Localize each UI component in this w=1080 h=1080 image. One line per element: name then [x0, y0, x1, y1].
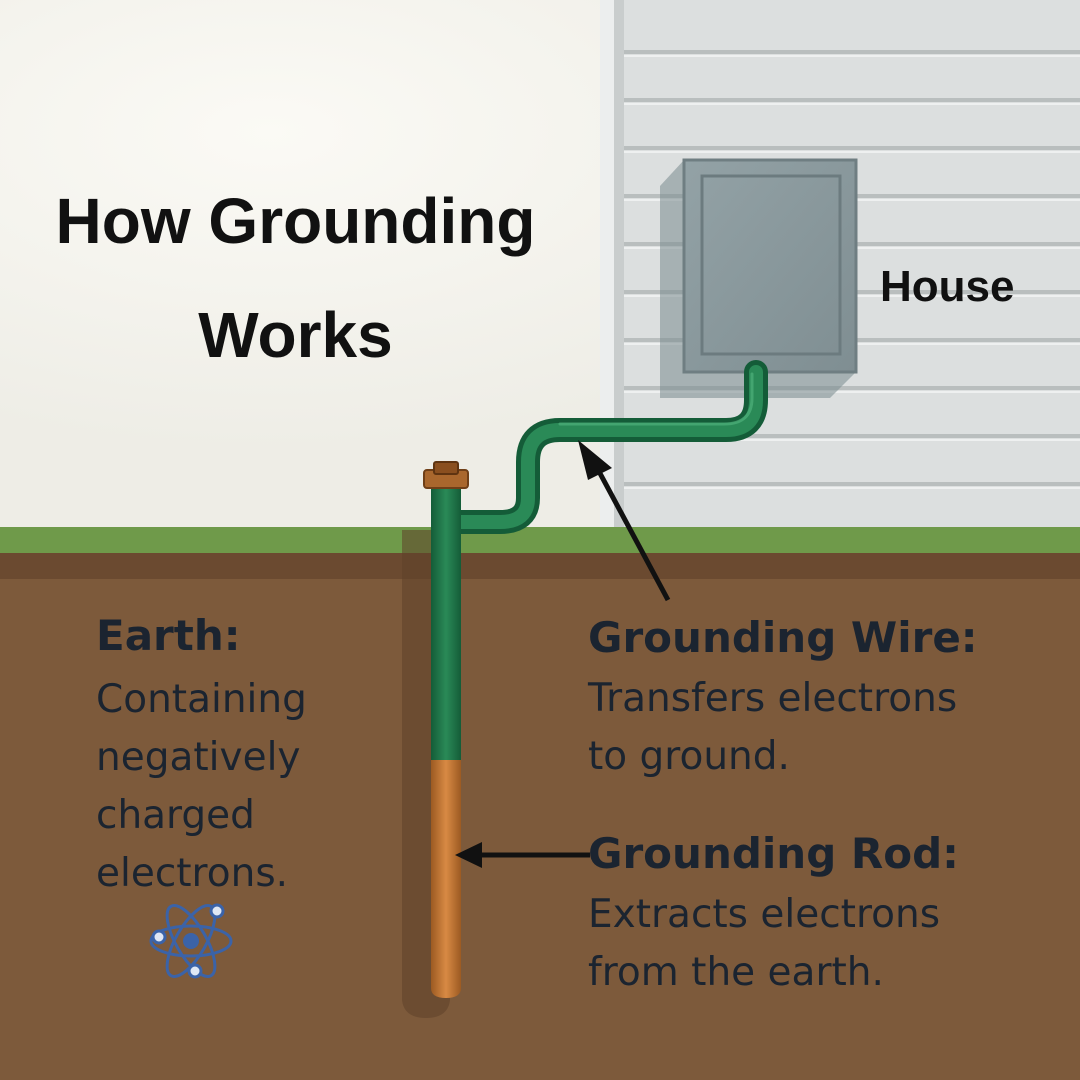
atom-icon — [149, 903, 233, 979]
grounding-wire-line: Transfers electrons — [588, 676, 958, 721]
earth-line: electrons. — [96, 851, 289, 896]
soil-top-layer — [0, 553, 1080, 579]
page-title: How Grounding Works — [18, 164, 573, 392]
earth-description: Containing negatively charged electrons. — [96, 671, 416, 903]
grounding-rod-line: Extracts electrons — [588, 892, 941, 937]
house-label: House — [880, 262, 1015, 311]
title-line-1: How Grounding — [55, 185, 536, 257]
soil — [0, 553, 1080, 1080]
electrical-panel-icon — [660, 158, 858, 398]
grounding-rod — [423, 461, 469, 998]
earth-line: negatively — [96, 735, 301, 780]
grounding-wire-line: to ground. — [588, 734, 790, 779]
arrow-icon — [455, 842, 590, 868]
arrow-icon — [578, 440, 671, 602]
grounding-rod-line: from the earth. — [588, 950, 884, 995]
grounding-wire — [446, 360, 768, 534]
grounding-wire-heading: Grounding Wire: — [588, 613, 978, 662]
earth-line: charged — [96, 793, 255, 838]
title-line-2: Works — [198, 299, 393, 371]
grounding-rod-description: Extracts electrons from the earth. — [588, 886, 1058, 1002]
grounding-wire-description: Transfers electrons to ground. — [588, 670, 1058, 786]
grass-strip — [0, 527, 1080, 553]
grounding-rod-heading: Grounding Rod: — [588, 829, 959, 878]
earth-heading: Earth: — [96, 611, 241, 660]
earth-line: Containing — [96, 677, 307, 722]
